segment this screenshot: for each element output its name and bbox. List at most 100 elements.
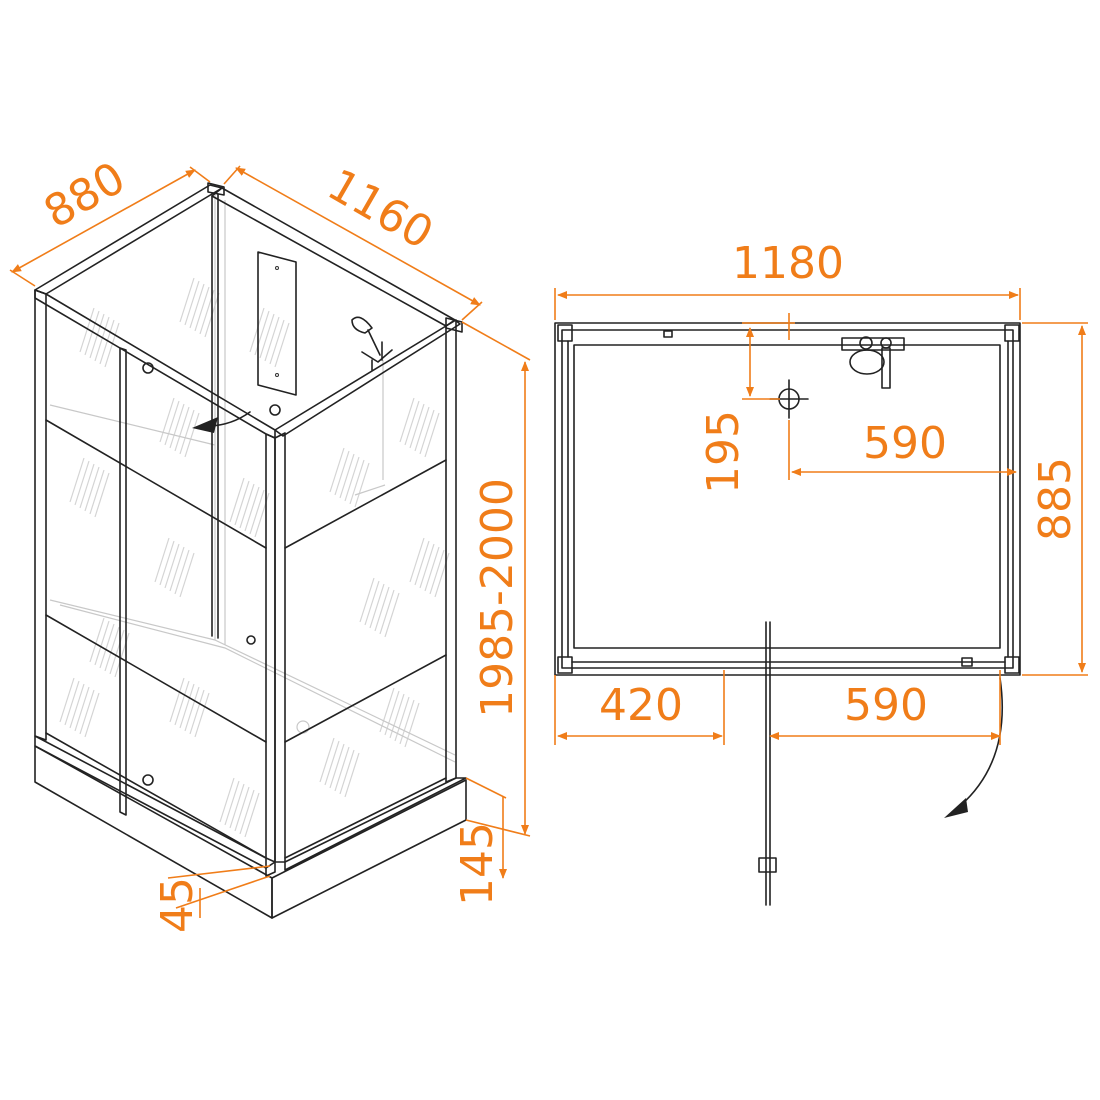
glass-hatch-stroke (354, 462, 370, 508)
glass-hatch-stroke (234, 480, 250, 526)
glass-hatch-stroke (174, 406, 190, 452)
plan-outer-frame (554, 322, 1021, 676)
glass-hatch-stroke (419, 543, 435, 589)
plan-inner-tray (573, 344, 1001, 649)
glass-hatch-stroke (424, 412, 440, 458)
glass-hatch-stroke (69, 457, 85, 503)
glass-hatch-stroke (64, 680, 80, 726)
glass-hatch-stroke (344, 456, 360, 502)
glass-hatch-stroke (89, 313, 105, 359)
glass-hatch-stroke (414, 540, 430, 586)
glass-hatch-stroke (264, 316, 280, 362)
glass-hatch-stroke (109, 629, 125, 675)
glass-hatch-stroke (384, 690, 400, 736)
glass-hatch-stroke (79, 307, 95, 353)
glass-hatch-stroke (434, 552, 450, 598)
glass-hatch-stroke (399, 397, 415, 443)
glass-hatch-stroke (254, 492, 270, 538)
glass-hatch-stroke (94, 316, 110, 362)
glass-hatch-stroke (164, 543, 180, 589)
glass-hatch-stroke (159, 397, 175, 443)
glass-hatch-stroke (179, 409, 195, 455)
glass-hatch-stroke (244, 792, 260, 838)
glass-hatch-stroke (89, 617, 105, 663)
glass-hatch-stroke (384, 592, 400, 638)
glass-hatch-stroke (249, 489, 265, 535)
glass-hatch-stroke (184, 280, 200, 326)
glass-hatch-stroke (409, 537, 425, 583)
glass-hatch-stroke (74, 686, 90, 732)
glass-hatch-stroke (189, 689, 205, 735)
glass-hatch-stroke (84, 692, 100, 738)
glass-hatch-stroke (239, 483, 255, 529)
glass-hatch-stroke (69, 683, 85, 729)
glass-hatch-stroke (409, 403, 425, 449)
glass-hatch-stroke (94, 620, 110, 666)
dim-door-left: 420 (599, 680, 683, 731)
dim-cabin-depth: 880 (36, 152, 134, 238)
glass-hatch-stroke (154, 537, 170, 583)
glass-hatch-stroke (79, 463, 95, 509)
glass-hatch-stroke (254, 310, 270, 356)
glass-hatch-stroke (379, 589, 395, 635)
glass-hatch-stroke (184, 686, 200, 732)
glass-hatch-stroke (319, 737, 335, 783)
glass-hatch-stroke (179, 277, 195, 323)
glass-hatch-stroke (174, 680, 190, 726)
glass-hatch-stroke (404, 400, 420, 446)
dim-tray-step: 45 (152, 877, 203, 933)
glass-hatch-stroke (269, 319, 285, 365)
glass-hatch-stroke (174, 549, 190, 595)
plan-dimensions (554, 288, 1088, 745)
glass-hatch-stroke (259, 313, 275, 359)
isometric-view: 880 1160 1985-2000 145 45 (9, 152, 531, 933)
glass-hatch-stroke (99, 623, 115, 669)
glass-hatch-stroke (244, 486, 260, 532)
glass-hatch-stroke (374, 586, 390, 632)
plan-door-swing-arrow-icon (944, 798, 968, 818)
glass-hatch-stroke (424, 546, 440, 592)
glass-hatch-stroke (229, 477, 245, 523)
glass-hatch-stroke (194, 692, 210, 738)
glass-hatch-stroke (159, 540, 175, 586)
glass-hatch-stroke (404, 702, 420, 748)
glass-hatch-stroke (399, 699, 415, 745)
glass-hatch-stroke (329, 447, 345, 493)
glass-hatch-stroke (84, 466, 100, 512)
glass-hatch-stroke (379, 687, 395, 733)
glass-hatch-stroke (169, 546, 185, 592)
door-swing-arrow-icon (192, 417, 218, 433)
glass-hatch-stroke (414, 406, 430, 452)
glass-hatch-stroke (334, 450, 350, 496)
glass-hatch-stroke (104, 626, 120, 672)
mixer-fixture-icon (841, 336, 905, 389)
dim-plan-width: 1180 (732, 238, 844, 289)
glass-hatch-stroke (234, 786, 250, 832)
glass-hatch-stroke (84, 310, 100, 356)
glass-hatch-stroke (349, 459, 365, 505)
glass-hatch-stroke (79, 689, 95, 735)
iso-dimensions (9, 165, 531, 918)
glass-hatch-stroke (369, 583, 385, 629)
glass-hatch-stroke (179, 683, 195, 729)
glass-hatch-stroke (179, 552, 195, 598)
dim-plan-depth: 885 (1030, 457, 1081, 541)
glass-hatch-stroke (99, 319, 115, 365)
glass-hatch-stroke (169, 677, 185, 723)
plan-view: 1180 885 195 590 420 590 (554, 238, 1088, 906)
plan-door-swing-arc (959, 677, 1003, 807)
glass-hatch-stroke (429, 549, 445, 595)
glass-hatch-stroke (74, 460, 90, 506)
glass-hatch-stroke (394, 696, 410, 742)
glass-hatch-stroke (419, 409, 435, 455)
glass-hatch-stroke (104, 322, 120, 368)
dim-drain-offset-x: 590 (863, 418, 947, 469)
glass-hatch-stroke (339, 453, 355, 499)
glass-hatch-stroke (194, 286, 210, 332)
dim-drain-offset-y: 195 (698, 410, 749, 494)
glass-hatch-stroke (339, 749, 355, 795)
side-panels (246, 459, 447, 859)
glass-hatch-stroke (59, 677, 75, 723)
